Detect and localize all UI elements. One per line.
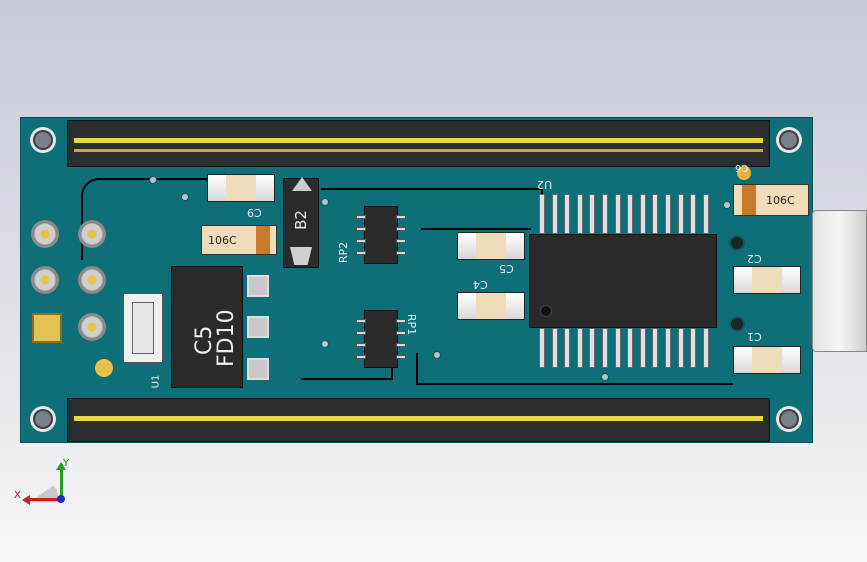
silk-c4: C4 [473, 278, 488, 291]
via [723, 201, 731, 209]
via [321, 340, 329, 348]
trace [416, 353, 733, 385]
via [321, 198, 329, 206]
mount-hole-bottom-right [776, 406, 802, 432]
axis-triad: X Y [14, 458, 76, 506]
mount-hole-bottom-left [30, 406, 56, 432]
y-axis-label: Y [63, 458, 70, 469]
pin-header-top [67, 120, 770, 167]
silk-rp2: RP2 [337, 241, 351, 264]
x-axis-line [28, 498, 62, 501]
via [433, 351, 441, 359]
mount-hole-top-left [30, 127, 56, 153]
x-axis-arrow [22, 495, 30, 505]
silk-c5: C5 [499, 262, 514, 275]
trace [421, 228, 531, 290]
pin-row-top [74, 138, 764, 143]
silk-c2: C2 [747, 252, 762, 265]
resistor-pack-rp2 [356, 206, 406, 264]
tantalum-cap-right: 106C [733, 184, 809, 216]
capacitor-c4 [457, 292, 525, 320]
silk-u1: U1 [150, 374, 162, 389]
diode-label: B2 [291, 210, 310, 230]
cap-code-left: 106C [208, 234, 237, 247]
ic-leads-top [539, 194, 709, 234]
silk-u2: U2 [537, 178, 553, 191]
capacitor-c5 [457, 232, 525, 260]
via [149, 176, 157, 184]
via [601, 373, 609, 381]
regulator-tab [123, 293, 163, 363]
microcontroller-u2 [529, 234, 717, 328]
capacitor-c2 [733, 266, 801, 294]
z-axis-dot [57, 495, 65, 503]
mount-pin [729, 235, 745, 251]
square-test-pad [32, 313, 62, 343]
usb-connector [812, 210, 867, 352]
test-pad [31, 220, 59, 248]
x-axis-label: X [14, 490, 21, 501]
capacitor-c1 [733, 346, 801, 374]
diode-b2: B2 [283, 177, 319, 268]
capacitor-c9 [207, 174, 275, 202]
regulator-code-2: FD10 [214, 309, 239, 367]
ic-leads-bottom [539, 328, 709, 368]
tantalum-cap-left: 106C [201, 225, 277, 255]
pin-row-bottom [74, 416, 764, 421]
y-axis-line [60, 464, 63, 500]
pcb-board: C5 FD10 U1 C9 106C B2 RP2 RP1 C5 C4 [20, 117, 813, 443]
cap-code-right: 106C [766, 194, 795, 207]
test-pad [78, 220, 106, 248]
test-pad [31, 266, 59, 294]
fiducial [95, 359, 113, 377]
fiducial-right [737, 166, 751, 180]
silk-c6: C6 [735, 162, 749, 173]
mount-pin [729, 316, 745, 332]
via [181, 193, 189, 201]
silk-c1: C1 [747, 330, 762, 343]
mount-hole-top-right [776, 127, 802, 153]
regulator-pad [247, 316, 269, 338]
voltage-regulator: C5 FD10 [171, 266, 243, 388]
silk-c9: C9 [247, 206, 262, 219]
y-axis-arrow [56, 462, 66, 470]
trace [321, 188, 543, 230]
regulator-pad [247, 358, 269, 380]
test-pad [78, 313, 106, 341]
regulator-pad [247, 275, 269, 297]
pin-row-top-lower [74, 149, 764, 152]
test-pad [78, 266, 106, 294]
resistor-pack-rp1 [356, 310, 406, 368]
silk-rp1: RP1 [405, 313, 419, 336]
pin-header-bottom [67, 398, 770, 442]
